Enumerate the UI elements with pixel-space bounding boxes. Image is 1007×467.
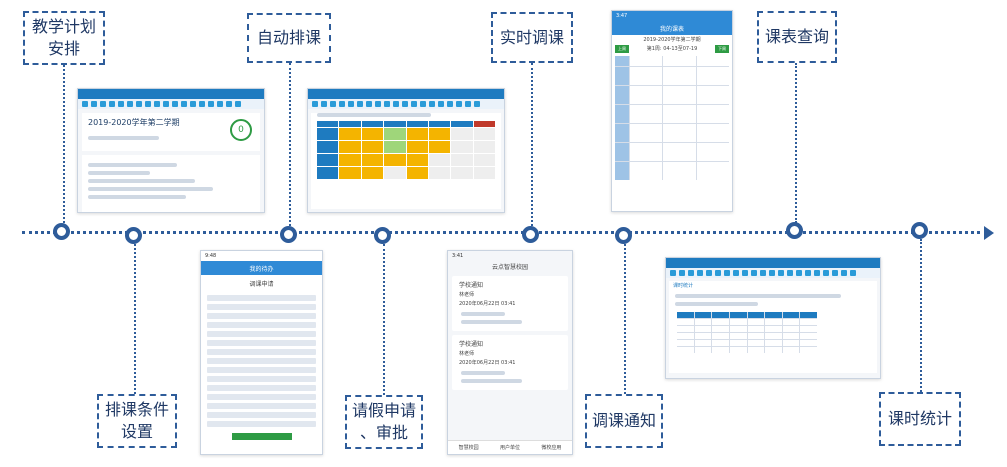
step-label-hours-stats: 课时统计 xyxy=(879,392,961,446)
timeline-node-timetable-query xyxy=(786,222,803,239)
screenshot-adjust-notice: 3:41 云点智慧校园 学校通知 林老师 2020年06月22日 03:41 学… xyxy=(447,250,573,455)
screenshot-hours-stats: 课时统计 xyxy=(665,257,881,379)
connector-teaching-plan xyxy=(63,65,65,223)
screenshot-timetable: 3:47 我的课表 2019-2020学年第二学期 上周 第1周: 04-13至… xyxy=(611,10,733,212)
timetable-prev-week-button[interactable]: 上周 xyxy=(615,44,629,53)
screenshot-teaching-plan: 2019-2020学年第二学期 0 xyxy=(77,88,265,213)
timetable-term: 2019-2020学年第二学期 xyxy=(643,37,701,43)
notice-item2-title: 学校通知 xyxy=(459,341,484,348)
notice-tab-user-unit[interactable]: 用户单位 xyxy=(499,445,520,451)
connector-leave-approval xyxy=(383,244,385,395)
notice-tab-smart-campus[interactable]: 智慧校园 xyxy=(458,445,479,451)
timeline-axis xyxy=(22,231,987,234)
step-label-timetable-query: 课表查询 xyxy=(757,11,837,63)
timeline-node-adjust-notice xyxy=(615,227,632,244)
connector-timetable-query xyxy=(795,63,797,223)
step-label-realtime-adjust: 实时调课 xyxy=(491,12,573,63)
notice-tab-micro-apps[interactable]: 微校应用 xyxy=(541,445,562,451)
screenshot-leave-request: 9:48 我的待办 调课申请 xyxy=(200,250,323,455)
timetable-week: 第1周: 04-13至07-19 xyxy=(646,46,698,52)
leave-form-title: 调课申请 xyxy=(249,281,274,288)
notice-app-name: 云点智慧校园 xyxy=(491,264,528,271)
timeline-node-scheduling-conditions xyxy=(125,227,142,244)
connector-scheduling-conditions xyxy=(134,244,136,394)
timetable-phone-title: 我的课表 xyxy=(612,21,732,35)
timeline-node-realtime-adjust xyxy=(522,226,539,243)
screenshot-auto-scheduling xyxy=(307,88,505,213)
leave-phone-title: 我的待办 xyxy=(201,261,322,275)
notice-item2-teacher: 林老师 xyxy=(459,351,475,357)
notice-item1-teacher: 林老师 xyxy=(459,292,475,298)
step-label-adjust-notice: 调课通知 xyxy=(585,394,663,448)
timeline-node-leave-approval xyxy=(374,227,391,244)
timetable-phone-time: 3:47 xyxy=(612,11,732,21)
notice-item1-date: 2020年06月22日 03:41 xyxy=(459,301,516,307)
timeline-node-auto-scheduling xyxy=(280,226,297,243)
notice-item1-title: 学校通知 xyxy=(459,282,484,289)
notice-phone-time: 3:41 xyxy=(452,253,464,259)
step-label-auto-scheduling: 自动排课 xyxy=(247,13,331,63)
timeline-arrow-icon xyxy=(984,226,994,240)
step-label-leave-approval: 请假申请 、审批 xyxy=(345,395,423,449)
plan-count-badge: 0 xyxy=(230,119,252,141)
notice-item2-date: 2020年06月22日 03:41 xyxy=(459,360,516,366)
leave-phone-time: 9:48 xyxy=(205,253,217,259)
timetable-next-week-button[interactable]: 下周 xyxy=(714,44,729,53)
connector-hours-stats xyxy=(920,239,922,392)
connector-adjust-notice xyxy=(624,244,626,394)
plan-term-title: 2019-2020学年第二学期 xyxy=(88,118,180,127)
connector-auto-scheduling xyxy=(289,63,291,226)
step-label-scheduling-conditions: 排课条件 设置 xyxy=(97,394,177,448)
connector-realtime-adjust xyxy=(531,63,533,226)
timeline-node-hours-stats xyxy=(911,222,928,239)
timeline-node-teaching-plan xyxy=(53,223,70,240)
stats-tab[interactable]: 课时统计 xyxy=(673,283,694,289)
step-label-teaching-plan: 教学计划 安排 xyxy=(23,11,105,65)
